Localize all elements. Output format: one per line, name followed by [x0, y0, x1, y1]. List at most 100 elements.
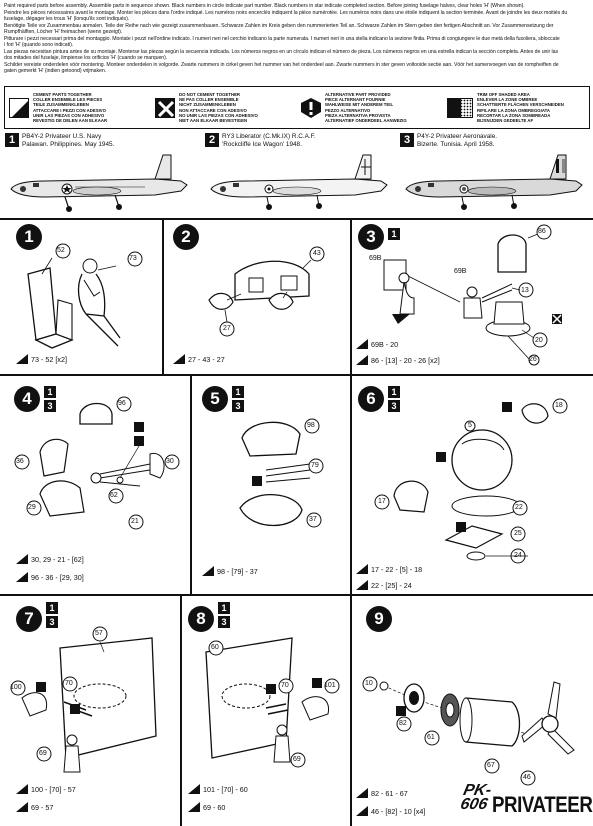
part-label: 70 — [281, 682, 289, 689]
note-text: 22 - [25] - 24 — [371, 580, 412, 590]
kit-brand: PK- 606 PRIVATEER — [459, 782, 593, 824]
intro-line: Las piezas necesitan pintura antes de su… — [4, 48, 559, 55]
assembly-note: 100 - [70] - 57 — [16, 784, 76, 794]
legend-alternative: ALTERNATIVE PART PROVIDED PIECE ALTERNAN… — [297, 87, 443, 128]
assembly-note: 101 - [70] - 60 — [188, 784, 248, 794]
step-number: 4 — [14, 386, 40, 412]
legend-trim: TRIM OFF SHADED AREA ENLEVER LA ZONE OMB… — [443, 87, 589, 128]
step-9: 9 10 82 61 67 46 82 - 61 - — [352, 596, 593, 826]
part-label: 26 — [529, 356, 537, 363]
legend-text: NE PAS COLLER ENSEMBLE — [179, 97, 239, 103]
legend-text: CEMENT PARTS TOGETHER — [33, 91, 92, 97]
cement-icon — [173, 354, 185, 364]
divider — [0, 374, 593, 376]
symbol-legend: CEMENT PARTS TOGETHER COLLER ENSEMBLE LE… — [4, 86, 590, 129]
part-label: 37 — [309, 516, 317, 523]
part-label: 13 — [521, 287, 529, 294]
step-number: 8 — [188, 606, 214, 632]
legend-text: ALTERNATIEF ONDERDEEL AANWEZIG — [325, 117, 407, 123]
part-label: 25 — [514, 530, 522, 537]
step-number: 5 — [202, 386, 228, 412]
aircraft-side-view-3 — [405, 154, 583, 210]
cement-icon — [356, 788, 368, 798]
version-number: 2 — [205, 133, 219, 147]
part-label: 22 — [515, 504, 523, 511]
cement-icon — [356, 339, 368, 349]
legend-text: COLLER ENSEMBLE LES PIECES — [33, 97, 103, 103]
part-label: 96 — [118, 400, 126, 407]
part-label: 46 — [523, 774, 531, 781]
legend-no-cement: DO NOT CEMENT TOGETHER NE PAS COLLER ENS… — [151, 87, 297, 128]
legend-text: ATTACCARE I PEZZI CON ADESIVO — [33, 107, 106, 113]
version-badge: 1 — [388, 386, 400, 398]
legend-text: TEILE ZUSAMMENKLEBEN — [33, 102, 89, 108]
note-text: 98 - [79] - 37 — [217, 566, 258, 576]
part-label: 29 — [28, 504, 36, 511]
legend-text: PIECE ALTERNANT FOURNIE — [325, 97, 386, 103]
version-badge: 3 — [44, 400, 56, 412]
assembly-note: 96 - 36 - [29, 30] — [16, 572, 84, 582]
kit-name: PRIVATEER — [492, 792, 593, 817]
legend-text: WAHLWEISE MIT ANDEREM TEIL — [325, 102, 394, 108]
intro-line: dos mitades del fuselaje, limpiense los … — [4, 55, 168, 62]
part-label: 69B — [369, 255, 382, 262]
part-label: 17 — [378, 498, 386, 505]
part-label: 82 — [399, 720, 407, 727]
cement-icon — [16, 802, 28, 812]
legend-text: SCHATTIERTE FLÄCHEN VERSCHNEIDEN — [477, 102, 564, 108]
legend-text: ENLEVER LA ZONE OMBREE — [477, 97, 538, 103]
divider — [0, 218, 593, 220]
part-label: 62 — [110, 492, 118, 499]
intro-line: Paint required parts before assembly. As… — [4, 3, 525, 9]
part-label: 60 — [211, 644, 219, 651]
step-number: 6 — [358, 386, 384, 412]
turret-assembly-diagram — [383, 224, 562, 366]
intro-text: Paint required parts before assembly. As… — [4, 3, 590, 75]
step-1: 1 52 73 73 - 52 [x2] — [0, 218, 162, 374]
step-3: 3 1 86 69B 69B 13 20 2 — [352, 218, 593, 374]
part-label: 5 — [468, 422, 472, 429]
intro-line: Peindre les pièces nécessaires avant le … — [4, 9, 568, 16]
step-8: 8 1 3 60 70 101 69 101 - [70] - 60 69 - … — [182, 596, 350, 826]
version-number: 3 — [400, 133, 414, 147]
note-text: 69B - 20 — [371, 339, 399, 349]
version-badge: 1 — [46, 602, 58, 614]
legend-text: REVESTIG DE DELEN AAN ELKAAR — [33, 117, 108, 123]
legend-text: NIET AAN ELKAAR BEVESTIGEN — [179, 117, 248, 123]
version-badge: 3 — [46, 616, 58, 628]
note-text: 46 - [82] - 10 [x4] — [371, 806, 426, 816]
intro-line: Benötigte Teile vor Zusammenbau anmalen.… — [4, 22, 554, 29]
legend-text: NO UNIR LAS PIEZAS CON ADHESIVO — [179, 112, 258, 118]
assembly-note: 98 - [79] - 37 — [202, 566, 258, 576]
note-text: 30, 29 - 21 - [62] — [31, 554, 84, 564]
aircraft-side-view-2 — [210, 154, 388, 210]
cement-icon — [188, 802, 200, 812]
version-number: 1 — [5, 133, 19, 147]
part-label: 86 — [538, 228, 546, 235]
part-label: 20 — [535, 337, 543, 344]
divider — [190, 374, 192, 594]
part-label: 52 — [57, 247, 65, 254]
legend-text: NON ATTACCARE CON ADESIVO — [179, 107, 247, 113]
step-5: 5 1 3 98 79 37 98 - [79] - 37 — [192, 376, 350, 594]
divider — [350, 594, 352, 826]
part-label: 100 — [10, 684, 22, 691]
seat-and-pilot-diagram — [27, 257, 121, 349]
cement-icon — [202, 566, 214, 576]
note-text: 69 - 60 — [203, 802, 226, 812]
legend-text: RECORTAR LA ZONA SOMBREADA — [477, 112, 551, 118]
cement-icon — [9, 97, 29, 118]
note-text: 73 - 52 [x2] — [31, 354, 67, 364]
step-number: 1 — [16, 224, 42, 250]
bulkhead-diagram — [10, 626, 157, 773]
note-text: 86 - [13] - 20 - 26 [x2] — [371, 355, 440, 365]
assembly-note: 73 - 52 [x2] — [16, 354, 67, 364]
legend-cement: CEMENT PARTS TOGETHER COLLER ENSEMBLE LE… — [5, 87, 151, 128]
part-label: 69B — [454, 268, 467, 275]
version-badge: 1 — [218, 602, 230, 614]
bulkhead-diagram — [205, 637, 340, 768]
assembly-note: 82 - 61 - 67 — [356, 788, 408, 798]
intro-line: gaten gemerkt 'H' (indien getoond) vrijm… — [4, 68, 107, 75]
cement-icon — [356, 355, 368, 365]
